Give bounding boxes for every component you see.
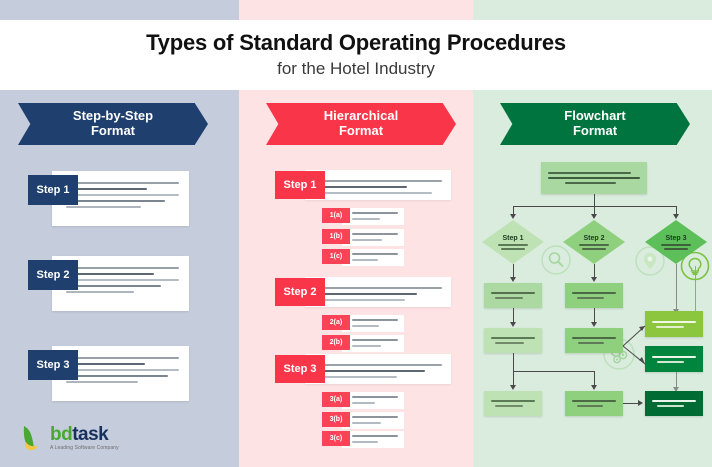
- flow-node-root: [541, 162, 647, 194]
- flowchart-column: Step 1 Step 2 Step 3: [473, 150, 712, 416]
- bdtask-logo: bdtask A Leading Software Company: [20, 424, 119, 452]
- step-card: [305, 170, 451, 200]
- banner-line-1: Hierarchical: [323, 108, 399, 124]
- substep-label: 2(b): [322, 335, 350, 350]
- page-title: Types of Standard Operating Procedures: [146, 30, 566, 56]
- flow-node: [565, 328, 623, 353]
- substep-label: 1(c): [322, 249, 350, 264]
- step-label: Step 1: [275, 171, 325, 199]
- column-banner-hierarchical: Hierarchical Format: [266, 103, 456, 145]
- flow-decision-step-2: Step 2: [563, 220, 625, 264]
- logo-text-bd: bd: [50, 424, 73, 445]
- step-label: Step 2: [28, 260, 78, 290]
- banner-line-2: Format: [572, 123, 618, 138]
- flow-node: [484, 283, 542, 308]
- logo-tagline: A Leading Software Company: [50, 445, 119, 451]
- logo-mark-icon: [20, 424, 46, 452]
- step-card: [305, 354, 451, 384]
- banner-line-1: Flowchart: [564, 108, 626, 124]
- flow-node: [565, 391, 623, 416]
- substep-card: [342, 412, 404, 429]
- column-banner-flowchart: Flowchart Format: [500, 103, 690, 145]
- flow-node: [565, 283, 623, 308]
- flow-node-highlight: [645, 311, 703, 337]
- substep-card: [342, 335, 404, 352]
- substep-label: 1(b): [322, 229, 350, 244]
- substep-label: 1(a): [322, 208, 350, 223]
- substep-label: 3(c): [322, 431, 350, 446]
- banner-line-2: Format: [338, 123, 384, 138]
- step-label: Step 3: [28, 350, 78, 380]
- magnifier-icon: [541, 245, 571, 280]
- banner-line-1: Step-by-Step: [72, 108, 154, 124]
- substep-card: [342, 392, 404, 409]
- flow-node-dark: [645, 346, 703, 372]
- substep-card: [342, 431, 404, 448]
- step-label: Step 2: [275, 278, 325, 306]
- flow-decision-step-3: Step 3: [645, 220, 707, 264]
- page-subtitle: for the Hotel Industry: [277, 59, 435, 79]
- banner-line-2: Format: [90, 123, 136, 138]
- flow-node: [484, 391, 542, 416]
- substep-label: 3(a): [322, 392, 350, 407]
- substep-label: 2(a): [322, 315, 350, 330]
- substep-card: [342, 229, 404, 246]
- substep-card: [342, 208, 404, 225]
- title-strip: Types of Standard Operating Procedures f…: [0, 20, 712, 90]
- substep-label: 3(b): [322, 412, 350, 427]
- flow-node-dark: [645, 391, 703, 416]
- step-card: [305, 277, 451, 307]
- substep-card: [342, 315, 404, 332]
- flow-decision-step-1: Step 1: [482, 220, 544, 264]
- column-banner-step-by-step: Step-by-Step Format: [18, 103, 208, 145]
- flow-branch-connector: [622, 325, 646, 365]
- location-pin-icon: [635, 246, 665, 281]
- logo-text-task: task: [72, 424, 109, 445]
- flow-node: [484, 328, 542, 353]
- step-label: Step 1: [28, 175, 78, 205]
- step-label: Step 3: [275, 355, 325, 383]
- substep-card: [342, 249, 404, 266]
